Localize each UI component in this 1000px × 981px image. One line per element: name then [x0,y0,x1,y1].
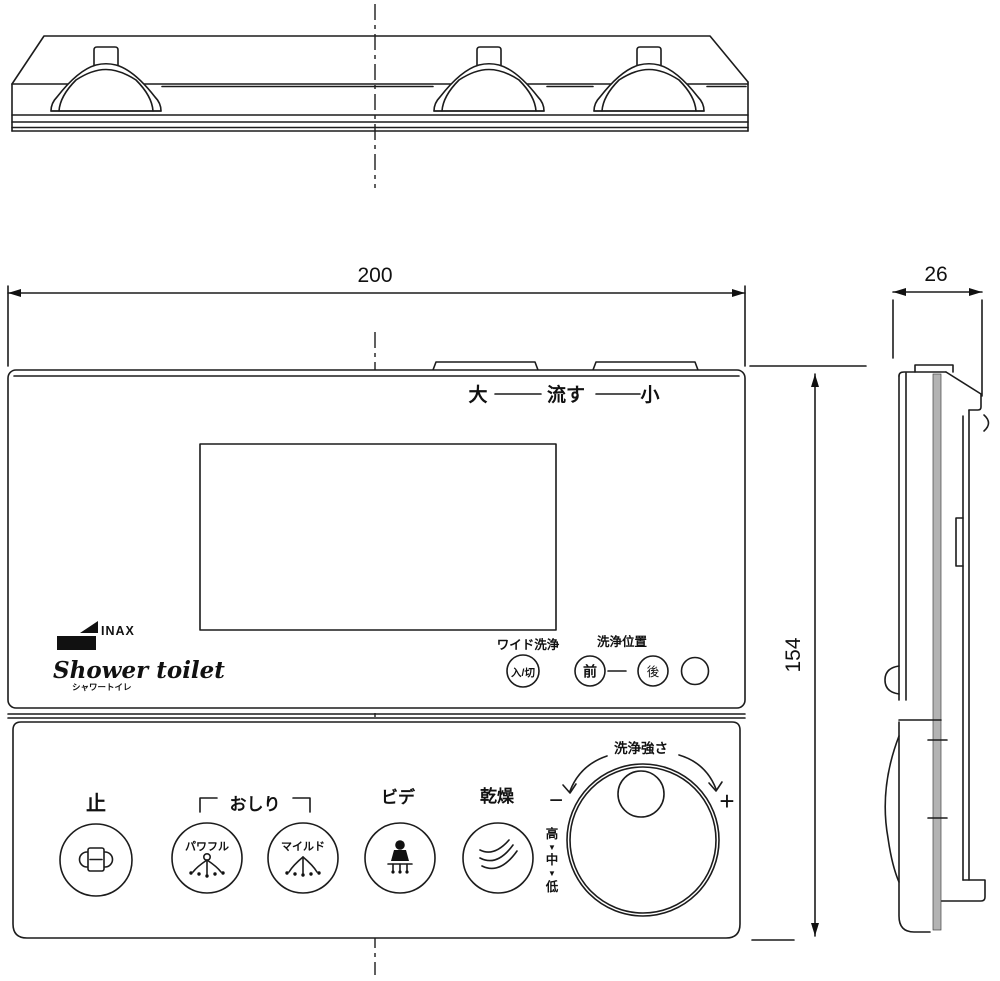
bidet-label: ビデ [381,787,416,807]
indicator-circle [680,656,710,686]
top-view-outline [11,35,749,85]
hook-arch-2 [433,62,545,112]
hook-arch-3 [593,62,705,112]
position-back-button [637,655,669,687]
dial-minus-label: − [549,787,563,814]
level-mid-label: 中 [546,852,559,867]
hook-arch-1 [50,62,162,112]
dry-air-icon [479,839,518,870]
strength-dial [566,763,720,917]
dial-knob [617,770,665,818]
inax-logo-mark [57,621,98,650]
side-knob-bump [884,665,900,695]
down-arrow-icon: ▼ [548,869,556,878]
side-hook [983,414,990,432]
oshiri-bracket-left [199,797,218,813]
dial-arrow-right [678,754,717,790]
mild-label: マイルド [281,840,325,853]
powerful-label: パワフル [185,840,229,853]
hook-tab-3 [636,46,662,69]
position-front-button [574,655,606,687]
hook-tab-1 [93,46,119,69]
hook-tab-2 [476,46,502,69]
oshiri-bracket-right [292,797,311,813]
dim-26-label: 26 [924,263,947,286]
flush-label: 流す [547,383,585,406]
wide-wash-label: ワイド洗浄 [497,637,560,652]
arrow-right [732,289,745,297]
dim-154-label: 154 [782,637,805,672]
dimension-height: 154 [749,365,867,941]
wide-wash-button-label: 入/切 [511,667,535,679]
arrow-left [8,289,21,297]
shower-toilet-script: Shower toilet [53,657,225,684]
down-arrow-icon: ▼ [548,843,556,852]
side-clip [955,517,964,567]
stop-label: 止 [86,792,106,815]
display-screen [199,443,557,631]
level-high-label: 高 [546,826,559,841]
inax-logo-text: INAX [101,624,135,638]
spray-powerful-icon [189,852,225,878]
spray-mild-icon [285,856,321,877]
dial-label: 洗浄強さ [614,740,668,756]
side-dial-bulge [884,735,900,883]
side-top-tab [914,364,954,373]
oshiri-group-label: おしり [230,795,281,814]
dial-arrow-left [569,755,608,792]
side-view [884,364,990,933]
level-low-label: 低 [545,879,559,894]
dim-200-label: 200 [357,264,392,287]
top-tab-right [592,361,699,371]
side-seam [932,373,942,931]
dial-plus-label: + [719,786,734,816]
dry-label: 乾燥 [480,786,515,806]
stop-icon [78,847,114,872]
powerful-button [171,822,243,894]
flush-small-label: 小 [640,384,659,406]
shower-toilet-kana: シャワートイレ [72,682,132,692]
wide-wash-button [506,654,540,688]
position-front-label: 前 [583,664,597,680]
bidet-person-icon [387,840,413,874]
flush-large-label: 大 [468,383,487,406]
front-view: 大 流す 小 INAX Shower toilet シャワートイレ ワイド洗浄 … [7,332,746,975]
top-tab-left [432,361,539,371]
dry-level-scale: 高 ▼ 中 ▼ 低 [545,826,559,894]
position-label: 洗浄位置 [597,634,648,649]
dimension-depth: 26 [892,263,983,397]
dimension-width: 200 [7,264,746,367]
top-view [11,4,749,188]
position-back-label: 後 [647,665,660,679]
